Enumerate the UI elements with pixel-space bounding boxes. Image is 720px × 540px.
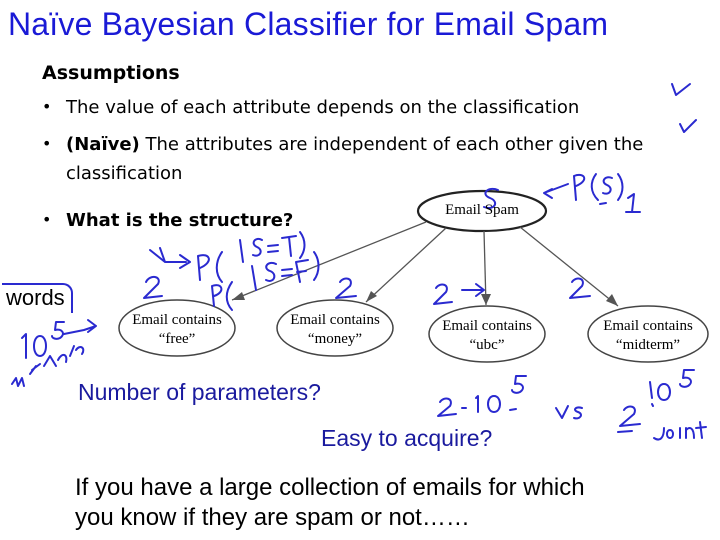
child-node-midterm-line2: “midterm” [615,337,681,353]
child-node-money: Email contains “money” [277,311,393,349]
arrow-check-left [149,247,166,263]
edge-midterm [519,226,619,307]
arrow-to-free [63,319,97,335]
child-node-ubc-line2: “ubc” [469,337,505,353]
s-above-node [483,188,499,209]
assumption-1: The value of each attribute depends on t… [66,97,580,118]
child-node-free: Email contains “free” [119,311,235,349]
two-midterm [569,277,591,299]
edge-money [365,227,447,303]
child-node-ellipse-midterm [587,305,709,363]
in-english-scribble [11,377,25,387]
two-power-joint [649,381,654,407]
check-mark-1 [671,83,691,96]
handwritten-s [602,176,613,195]
parameters-question: Number of parameters? [78,379,321,405]
handwritten-one [625,193,641,213]
two-ubc [433,283,453,305]
edge-free [231,221,427,301]
assumption-2: (Naïve) The attributes are independent o… [66,134,643,155]
child-node-money-line1: Email contains [290,312,380,328]
bullet-marker: • [42,97,52,116]
edge-ubc [483,230,487,306]
handwritten-dash [599,202,607,205]
vs-scribble [555,405,569,419]
words-label: words [2,283,73,313]
large-collection-line1: If you have a large collection of emails… [75,474,585,501]
child-node-ellipse-free [118,299,236,357]
child-node-ubc-line1: Email contains [442,318,532,334]
handwritten-p [573,174,586,201]
child-node-free-line1: Email contains [132,312,222,328]
two-free [143,276,163,299]
assumptions-heading: Assumptions [42,62,180,84]
bullet-marker: • [42,210,52,229]
pointer-arrow [543,183,569,199]
child-node-free-line2: “free” [158,331,196,347]
child-node-ellipse-money [276,299,394,357]
child-node-midterm-line1: Email contains [603,318,693,334]
ten-five-left [21,333,27,359]
page-title: Naïve Bayesian Classifier for Email Spam [8,6,609,42]
child-node-ellipse-ubc [428,305,546,363]
assumption-2-continued: classification [66,163,183,184]
handwritten-paren-right [617,173,624,201]
handwritten-paren-left [590,173,599,201]
p-st [197,254,210,281]
p-sf [211,284,223,307]
arrow-to-p [179,254,191,269]
large-collection-text: If you have a large collection of emails… [75,473,585,533]
naive-prefix: (Naïve) [66,134,140,155]
large-collection-line2: you know if they are spam or not…… [75,504,470,531]
check-mark-2 [679,119,697,133]
child-node-money-line2: “money” [307,331,363,347]
arrowheads [232,291,618,306]
two-ten-five [437,397,457,417]
bullet-marker: • [42,134,52,153]
structure-question: What is the structure? [66,210,294,231]
child-node-midterm: Email contains “midterm” [588,317,708,355]
child-node-ubc: Email contains “ubc” [429,317,545,355]
root-node-ellipse [416,189,548,233]
handwritten-annotations [11,83,707,441]
assumption-2-text: The attributes are independent of each o… [139,134,644,155]
root-node-label: Email Spam [445,202,519,218]
two-money [335,277,357,299]
edges [231,221,619,307]
acquire-question: Easy to acquire? [321,425,493,451]
